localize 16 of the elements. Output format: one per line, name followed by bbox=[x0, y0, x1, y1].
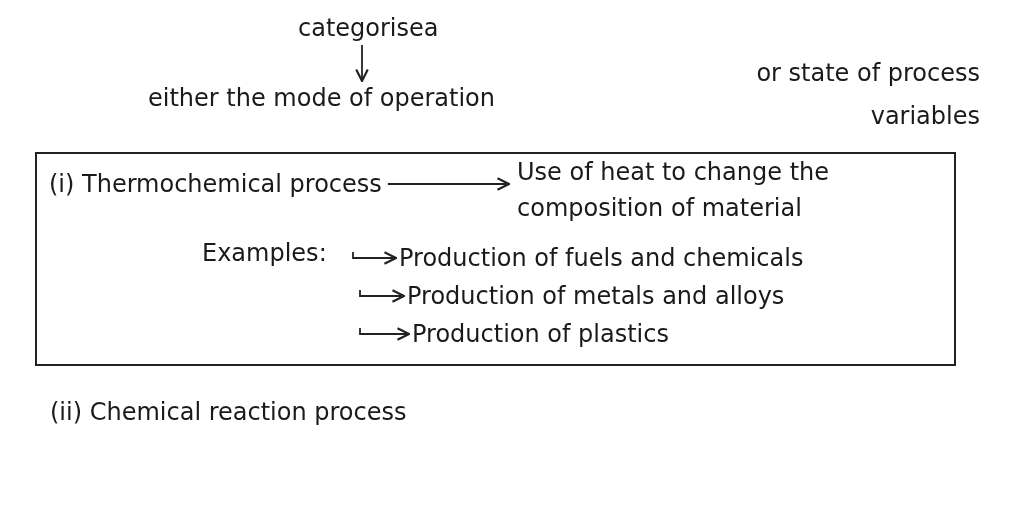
process-title: (i) Thermochemical process bbox=[49, 170, 382, 198]
arrow bbox=[352, 251, 398, 265]
examples-label: Examples: bbox=[202, 239, 327, 267]
definition-text: Use of heat to change the composition of material bbox=[517, 154, 917, 226]
heading-text: either the mode of operation bbox=[148, 84, 495, 112]
process-title: (ii) Chemical reaction process bbox=[50, 398, 407, 426]
arrow bbox=[386, 177, 511, 191]
example-item: Production of metals and alloys bbox=[407, 282, 785, 310]
example-item: Production of fuels and chemicals bbox=[399, 244, 804, 272]
annotation-text: categorisea bbox=[298, 14, 439, 42]
arrow bbox=[359, 289, 406, 303]
arrow bbox=[359, 327, 411, 341]
example-item: Production of plastics bbox=[412, 320, 669, 348]
note-text: or state of process variables bbox=[755, 58, 980, 133]
content-box bbox=[35, 152, 956, 366]
arrow bbox=[355, 44, 369, 83]
